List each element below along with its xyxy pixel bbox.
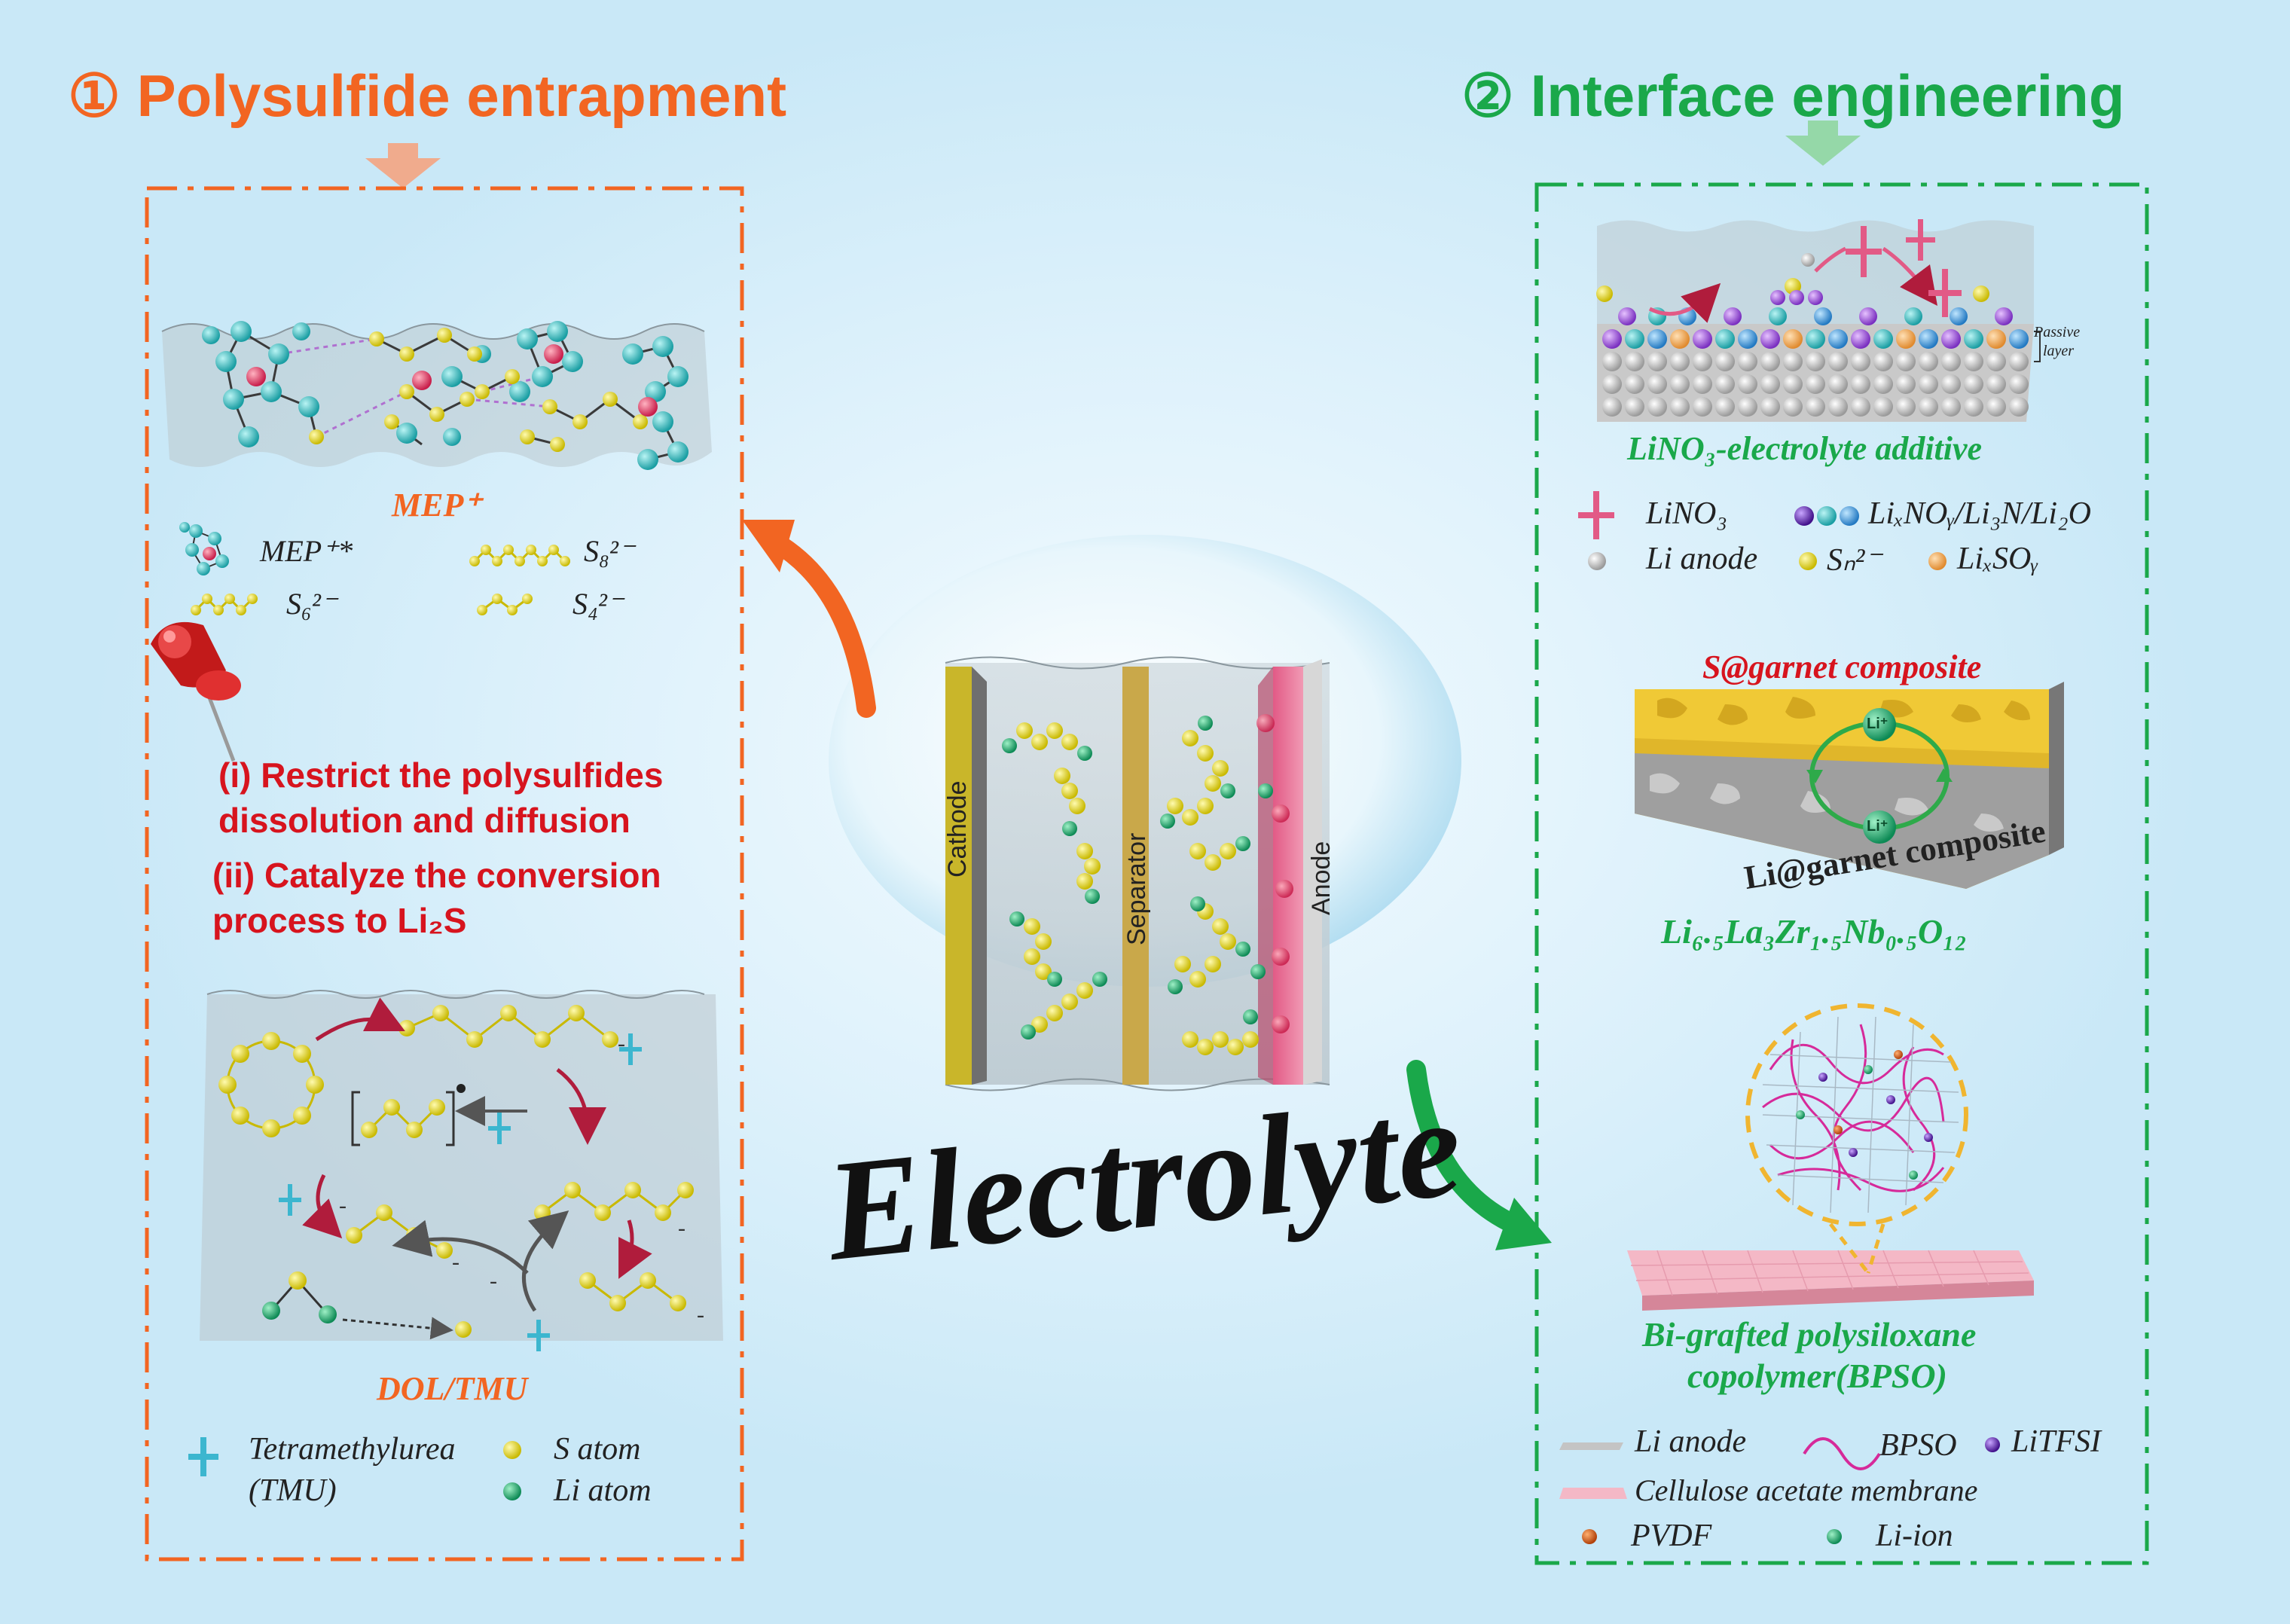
separator-label: Separator (1122, 832, 1151, 945)
tmu-crosses (279, 1033, 642, 1351)
legend-s-atom: S atom (554, 1432, 641, 1467)
garnet-block (1635, 682, 2064, 889)
left-panel: - - - - - - (145, 143, 744, 1561)
bpso-legend-icons (1559, 1437, 2000, 1544)
legend-lix: LiₓNOᵧ/Li₃N/Li₂O (1868, 496, 2091, 531)
dol-legend-icons (188, 1437, 521, 1500)
left-panel-title: ① Polysulfide entrapment (68, 63, 787, 129)
mep-legend-icons (179, 522, 570, 615)
anode-label: Anode (1307, 841, 1336, 915)
lino3-slab (1596, 219, 2041, 422)
left-dashed-frame (145, 186, 744, 1561)
legend-cellulose: Cellulose acetate membrane (1635, 1473, 1978, 1507)
lino3-legend-icons (1578, 491, 1946, 570)
right-dashed-frame (1534, 182, 2149, 1565)
right-down-arrow (1785, 121, 1861, 166)
separator-plate (1122, 667, 1149, 1085)
bpso-line2: copolymer(BPSO) (1687, 1357, 1947, 1395)
dol-tmu-slab: - - - - - - (200, 990, 723, 1351)
svg-text:-: - (452, 1250, 460, 1274)
point-i-line2: dissolution and diffusion (218, 801, 631, 840)
li-ion-bottom: Li⁺ (1867, 818, 1888, 835)
legend-mep-star: MEP⁺* (260, 534, 353, 568)
right-panel (1534, 121, 2149, 1565)
push-pin-icon (151, 621, 241, 762)
bpso-illustration (1627, 1003, 2034, 1311)
cell-polysulfides (1002, 714, 1293, 1055)
point-ii-line2: process to Li₂S (212, 901, 467, 940)
svg-text:-: - (697, 1302, 704, 1327)
legend-pvdf: PVDF (1631, 1519, 1712, 1553)
svg-text:-: - (678, 1216, 685, 1241)
orange-curve-arrow (766, 533, 876, 718)
legend-s6: S₆²⁻ (286, 587, 337, 621)
svg-text:-: - (339, 1193, 347, 1218)
legend-lixso: LiₓSOᵧ (1957, 542, 2038, 576)
left-down-arrow (365, 143, 441, 188)
mep-label: MEP⁺ (392, 487, 481, 524)
legend-sn: Sₙ²⁻ (1827, 543, 1882, 578)
cathode-label: Cathode (943, 780, 972, 878)
li-ion-top: Li⁺ (1867, 716, 1888, 732)
legend-s8: S₈²⁻ (584, 534, 635, 568)
mep-slab (161, 321, 712, 470)
legend-tmu-line2: (TMU) (249, 1473, 337, 1508)
s-garnet-label: S@garnet composite (1702, 649, 1982, 685)
anode-plate (1273, 667, 1303, 1085)
s8-ring (218, 1032, 324, 1137)
right-panel-title: ② Interface engineering (1461, 63, 2125, 129)
green-curve-arrow (1406, 1060, 1531, 1238)
legend-lino3: LiNO₃ (1646, 496, 1727, 531)
bpso-line1: Bi-grafted polysiloxane (1642, 1315, 1977, 1354)
legend-li-atom: Li atom (554, 1473, 652, 1508)
cathode-plate (945, 667, 972, 1085)
svg-text:-: - (618, 1031, 625, 1056)
legend-s4: S₄²⁻ (572, 587, 624, 621)
legend-li-anode-2: Li anode (1635, 1424, 1747, 1459)
passive-line2: layer (2043, 343, 2075, 359)
point-i-line1: (i) Restrict the polysulfides (218, 756, 664, 795)
legend-litfsi: LiTFSI (2011, 1424, 2102, 1459)
passive-line1: Passive (2034, 324, 2081, 340)
dol-tmu-label: DOL/TMU (377, 1370, 528, 1407)
garnet-formula: Li₆.₅La₃Zr₁.₅Nb₀.₅O₁₂ (1661, 912, 1968, 951)
legend-bpso: BPSO (1879, 1428, 1957, 1463)
legend-tmu-line1: Tetramethylurea (249, 1432, 456, 1467)
center-cell (742, 520, 1552, 1250)
legend-li-anode: Li anode (1646, 542, 1758, 576)
lino3-crosses (1846, 219, 1962, 317)
point-ii-line1: (ii) Catalyze the conversion (212, 856, 661, 895)
lino3-label: LiNO₃-electrolyte additive (1627, 430, 1983, 467)
svg-text:-: - (490, 1268, 497, 1293)
legend-li-ion: Li-ion (1876, 1519, 1953, 1553)
